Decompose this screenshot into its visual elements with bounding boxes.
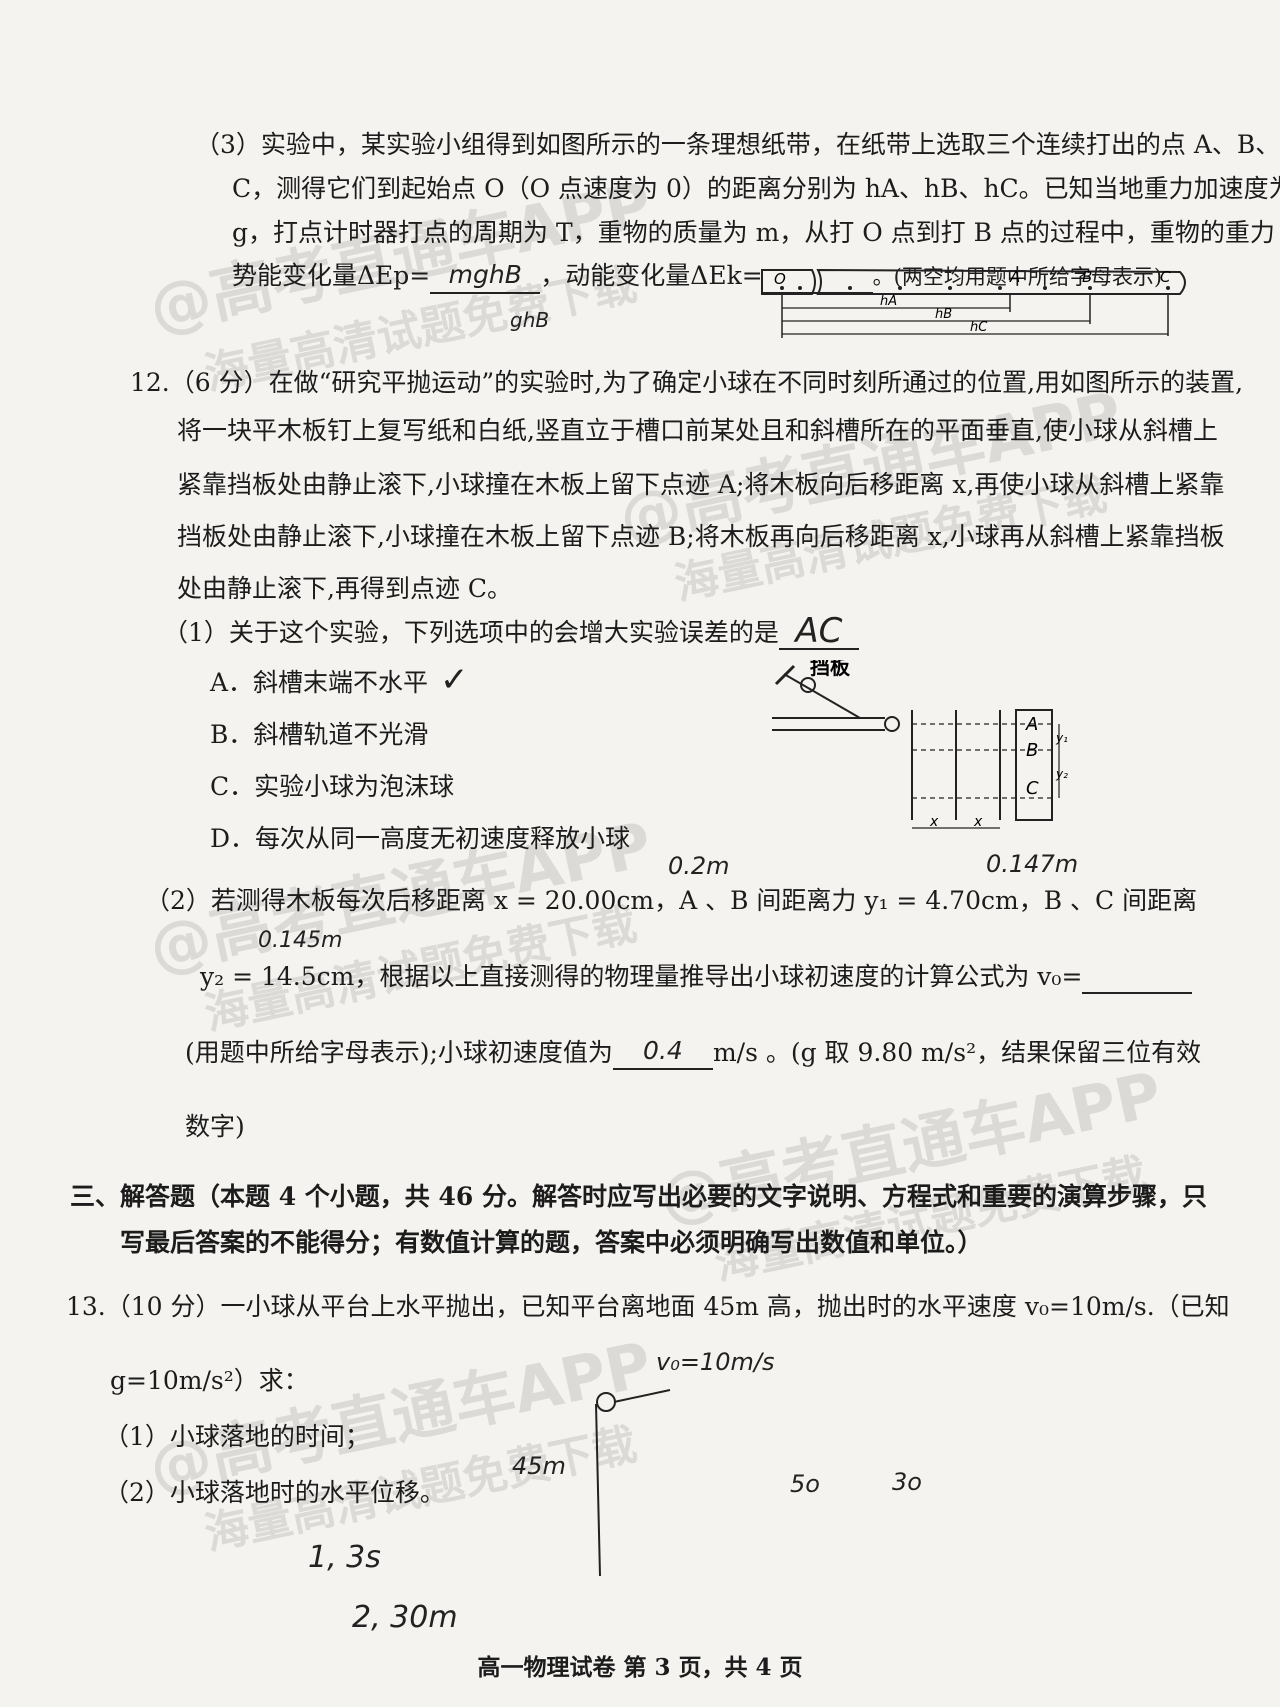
q12-line1: 12.（6 分）在做“研究平抛运动”的实验时,为了确定小球在不同时刻所通过的位置… xyxy=(130,368,1244,397)
q12-option-a: A．斜槽末端不水平 xyxy=(210,668,429,697)
q12-option-c: C．实验小球为泡沫球 xyxy=(210,772,455,801)
q12-line3: 紧靠挡板处由静止滚下,小球撞在木板上留下点迹 A;将木板向后移距离 x,再使小球… xyxy=(177,470,1225,499)
pen-note: 45m xyxy=(512,1452,566,1480)
answer-v0-value-blank[interactable]: 0.4 xyxy=(612,1034,713,1070)
q13-sub2: （2）小球落地时的水平位移。 xyxy=(104,1478,445,1507)
baffle-label: 挡板 xyxy=(810,660,851,679)
tape-label-ha: hA xyxy=(880,294,897,309)
check-mark: ✓ xyxy=(440,660,469,700)
q11-3-line1: （3）实验中，某实验小组得到如图所示的一条理想纸带，在纸带上选取三个连续打出的点… xyxy=(195,130,1280,159)
pen-note: v₀=10m/s xyxy=(656,1348,775,1376)
q11-3-line3: g，打点计时器打点的周期为 T，重物的质量为 m，从打 O 点到打 B 点的过程… xyxy=(232,218,1275,247)
apparatus-figure: 挡板 A B C y₁ y₂ x x xyxy=(772,660,1068,830)
q13-line2: g=10m/s²）求： xyxy=(110,1366,309,1395)
q12-sub2-units: m/s 。(g 取 9.80 m/s²，结果保留三位有效 xyxy=(712,1038,1202,1067)
pen-note: 5o xyxy=(790,1470,820,1498)
q12-line4: 挡板处由静止滚下,小球撞在木板上留下点迹 B;将木板再向后移距离 x,小球再从斜… xyxy=(177,522,1225,551)
q12-sub2-line1: （2）若测得木板每次后移距离 x = 20.00cm，A 、B 间距离力 y₁ … xyxy=(145,886,1198,915)
q13-sub1: （1）小球落地的时间； xyxy=(104,1422,370,1451)
q13-line1: 13.（10 分）一小球从平台上水平抛出，已知平台离地面 45m 高，抛出时的水… xyxy=(66,1292,1230,1321)
section3-line1: 三、解答题（本题 4 个小题，共 46 分。解答时应写出必要的文字说明、方程式和… xyxy=(70,1182,1208,1211)
q12-sub1-text: （1）关于这个实验，下列选项中的会增大实验误差的是 xyxy=(163,618,779,647)
answer-ep-blank[interactable]: mghB xyxy=(430,258,541,294)
tape-label-c: C xyxy=(1160,268,1171,286)
pen-note: 3o xyxy=(892,1468,922,1496)
answer-q12-1-blank[interactable]: AC xyxy=(778,614,859,650)
fig-label-c: C xyxy=(1026,778,1039,799)
q11-3-ek-label: ，动能变化量ΔEk= xyxy=(540,261,763,290)
fig-label-a: A xyxy=(1025,714,1038,735)
fig-label-x1: x xyxy=(929,814,939,830)
q11-3-note: 。(两空均用题中所给字母表示) xyxy=(872,265,1163,289)
q12-line2: 将一块平木板钉上复写纸和白纸,竖直立于槽口前某处且和斜槽所在的平面垂直,使小球从… xyxy=(177,416,1218,445)
tape-label-hb: hB xyxy=(935,307,952,322)
q11-3-line4: 势能变化量ΔEp=mghB，动能变化量ΔEk= 。(两空均用题中所给字母表示) xyxy=(232,258,1162,294)
pen-note: 2, 30m xyxy=(352,1600,458,1635)
page-footer: 高一物理试卷 第 3 页，共 4 页 xyxy=(477,1654,803,1681)
answer-v0-formula-blank[interactable] xyxy=(1082,992,1193,994)
q12-sub2-line2: y₂ = 14.5cm，根据以上直接测得的物理量推导出小球初速度的计算公式为 v… xyxy=(200,960,1193,994)
tape-label-o: O xyxy=(774,270,786,288)
q12-sub2-formula-text: y₂ = 14.5cm，根据以上直接测得的物理量推导出小球初速度的计算公式为 v… xyxy=(200,962,1083,991)
q12-line5: 处由静止滚下,再得到点迹 C。 xyxy=(177,574,513,603)
pen-note: 0.145m xyxy=(258,928,343,953)
q12-option-d: D．每次从同一高度无初速度释放小球 xyxy=(210,824,631,853)
pen-note: 0.147m xyxy=(986,850,1079,878)
pen-note: 1, 3s xyxy=(308,1540,381,1575)
pen-note: ghB xyxy=(510,308,550,332)
section3-line2: 写最后答案的不能得分；有数值计算的题，答案中必须明确写出数值和单位。） xyxy=(120,1228,983,1257)
paper-tape-diagram: O A B C hA hB hC xyxy=(761,268,1186,338)
tape-label-hc: hC xyxy=(970,320,988,335)
trajectory-sketch xyxy=(595,1389,671,1577)
tape-label-a: A xyxy=(1009,268,1020,286)
fig-label-b: B xyxy=(1026,740,1038,761)
q12-sub2-line4: 数字) xyxy=(185,1112,245,1141)
fig-label-y1: y₁ xyxy=(1055,731,1068,745)
tape-label-b: B xyxy=(1082,268,1092,286)
q12-option-b: B．斜槽轨道不光滑 xyxy=(210,720,429,749)
pen-note: 0.2m xyxy=(668,852,730,880)
q12-sub2-value-text: (用题中所给字母表示);小球初速度值为 xyxy=(185,1038,613,1067)
q11-3-line2: C，测得它们到起始点 O（O 点速度为 0）的距离分别为 hA、hB、hC。已知… xyxy=(232,174,1280,203)
fig-label-x2: x xyxy=(973,814,983,830)
fig-label-y2: y₂ xyxy=(1055,767,1068,781)
q11-3-ep-label: 势能变化量ΔEp= xyxy=(232,261,431,290)
